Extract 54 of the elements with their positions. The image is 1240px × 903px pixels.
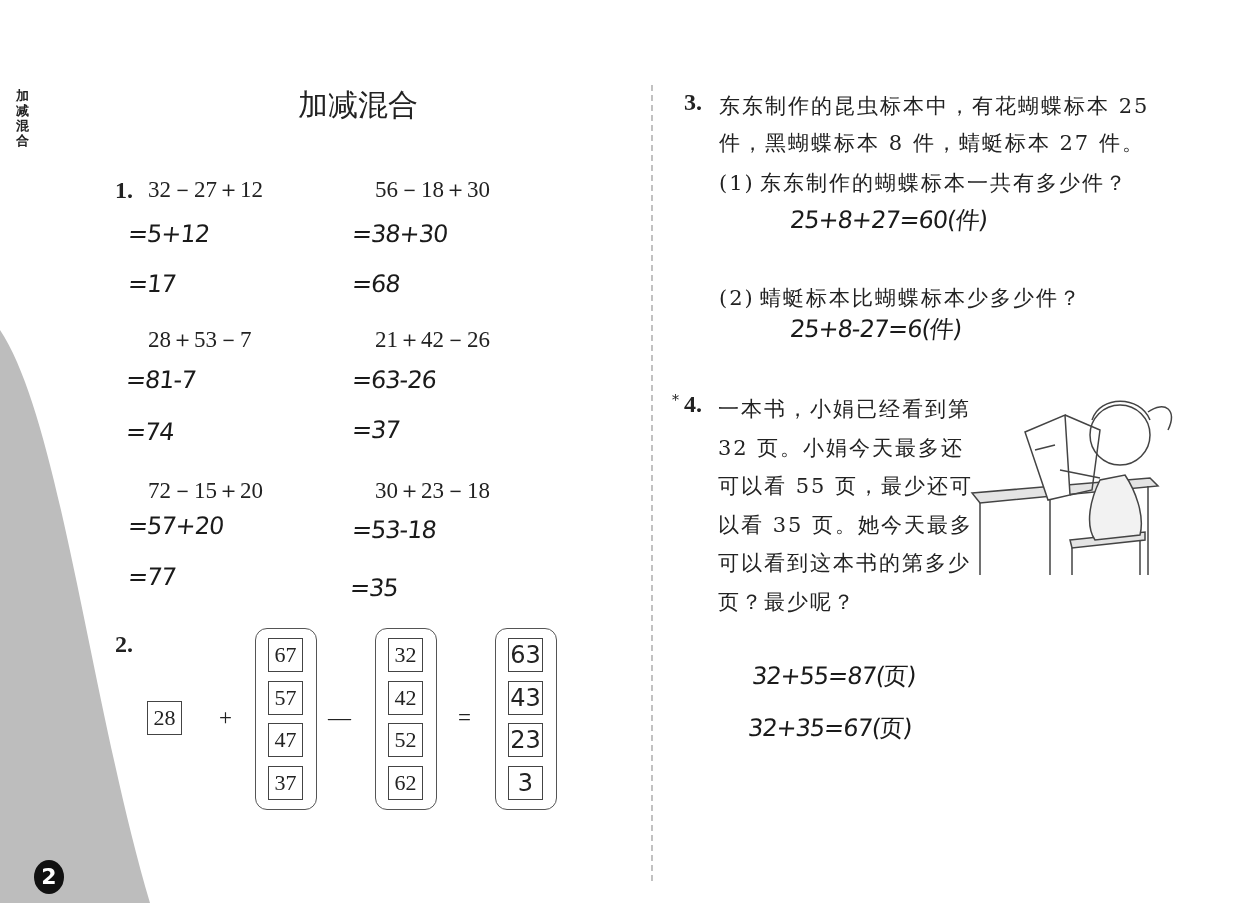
handwritten-answer: 32+55=87(页) (750, 664, 917, 688)
expression: 30＋23－18 (375, 479, 490, 502)
number-box: 37 (268, 766, 303, 800)
handwritten-answer: =17 (126, 272, 177, 296)
number-box: 42 (388, 681, 423, 715)
number-box: 43 (508, 681, 543, 715)
handwritten-answer: =63-26 (350, 368, 438, 392)
number-box: 57 (268, 681, 303, 715)
sub-question-number: (2) (719, 285, 755, 312)
sub-question-text: 蜻蜓标本比蝴蝶标本少多少件？ (760, 285, 1083, 312)
minus-sign: — (328, 706, 351, 729)
expression: 21＋42－26 (375, 328, 490, 351)
side-heading: 加减混合 (16, 88, 30, 148)
question-number: 3. (684, 90, 702, 114)
sub-question-number: (1) (719, 170, 755, 197)
number-box: 62 (388, 766, 423, 800)
expression: 72－15＋20 (148, 479, 263, 502)
sub-question-text: 东东制作的蝴蝶标本一共有多少件？ (760, 170, 1129, 197)
number-box: 52 (388, 723, 423, 757)
number-box: 67 (268, 638, 303, 672)
handwritten-answer: =53-18 (350, 518, 438, 542)
number-box: 32 (388, 638, 423, 672)
number-box: 47 (268, 723, 303, 757)
handwritten-answer: =74 (124, 420, 175, 444)
question-text: 一本书，小娟已经看到第 32 页。小娟今天最多还可以看 55 页，最少还可以看 35 页。她今天最多可以看到这本书的第多少页？最少呢？ (718, 396, 974, 616)
rounded-frame (495, 628, 557, 810)
number-box: 28 (147, 701, 182, 735)
rounded-frame (255, 628, 317, 810)
question-text: 东东制作的昆虫标本中，有花蝴蝶标本 25 件，黑蝴蝶标本 8 件，蜻蜓标本 27 件。 (719, 93, 1151, 157)
handwritten-answer: 32+35=67(页) (746, 716, 913, 740)
expression: 28＋53－7 (148, 328, 252, 351)
handwritten-answer: 25+8-27=6(件) (788, 317, 963, 341)
handwritten-answer: =37 (350, 418, 401, 442)
handwritten-answer: =38+30 (350, 222, 449, 246)
handwritten-answer: =35 (348, 576, 399, 600)
number-box: 63 (508, 638, 543, 672)
page-title: 加减混合 (298, 90, 418, 120)
handwritten-answer: =81-7 (124, 368, 197, 392)
number-box: 3 (508, 766, 543, 800)
handwritten-answer: 25+8+27=60(件) (788, 208, 989, 232)
expression: 56－18＋30 (375, 178, 490, 201)
handwritten-answer: =57+20 (126, 514, 225, 538)
rounded-frame (375, 628, 437, 810)
plus-sign: + (219, 706, 232, 729)
number-box: 23 (508, 723, 543, 757)
expression: 32－27＋12 (148, 178, 263, 201)
equals-sign: = (458, 706, 471, 729)
handwritten-answer: =5+12 (126, 222, 211, 246)
star-mark: * (672, 393, 679, 407)
handwritten-answer: =77 (126, 565, 177, 589)
question-number: 2. (115, 632, 133, 656)
question-number: 1. (115, 178, 133, 202)
question-number: 4. (684, 392, 702, 416)
handwritten-answer: =68 (350, 272, 401, 296)
